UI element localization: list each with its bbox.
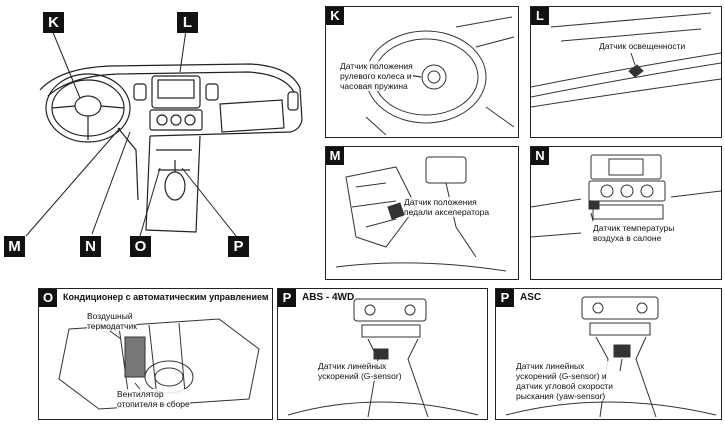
panel-k: K Датчик положения рулевого колеса и час… [325, 6, 519, 138]
panel-o-drawing [58, 318, 260, 410]
dashboard-overview: K L M N O P [0, 0, 310, 270]
light-sensor-label: Датчик освещенности [599, 41, 686, 51]
panel-p-abs-title: ABS - 4WD [302, 292, 355, 303]
panel-m-drawing [335, 156, 507, 272]
heater-blower-label: Вентилятор отопителя в сборе [117, 389, 190, 409]
panel-l: L Датчик освещенности [530, 6, 722, 138]
panel-p-asc-badge: P [496, 289, 514, 307]
callout-l: L [177, 12, 198, 33]
panel-p-abs-badge: P [278, 289, 296, 307]
panel-p-abs-drawing [287, 298, 479, 418]
panel-p-abs: P ABS - 4WD Датчик линейных ускорений (G… [277, 288, 488, 420]
dashboard-drawing [25, 29, 303, 237]
panel-l-drawing [531, 12, 721, 108]
panel-o: O Кондиционер с автоматическим управлени… [38, 288, 273, 420]
callout-n: N [80, 236, 101, 257]
g-yaw-sensor-label: Датчик линейных ускорений (G-sensor) и д… [516, 361, 613, 401]
callout-o: O [130, 236, 151, 257]
air-thermo-sensor-label: Воздушный термодатчик [87, 311, 137, 331]
cabin-temperature-sensor-label: Датчик температуры воздуха в салоне [593, 223, 675, 243]
panel-n-drawing [531, 154, 721, 238]
callout-k: K [43, 12, 64, 33]
g-sensor-label: Датчик линейных ускорений (G-sensor) [318, 361, 402, 381]
panel-n-badge: N [531, 147, 549, 165]
callout-m: M [4, 236, 25, 257]
panel-p-asc-title: ASC [520, 292, 542, 303]
panel-l-badge: L [531, 7, 549, 25]
steering-angle-sensor-label: Датчик положения рулевого колеса и часов… [340, 61, 413, 91]
panel-m: M Датчик положения педали акселератора [325, 146, 519, 280]
panel-o-title: Кондиционер с автоматическим управлением [63, 292, 269, 302]
callout-p: P [228, 236, 249, 257]
panel-n: N Датчик температуры воздуха в салоне [530, 146, 722, 280]
panel-p-asc: P ASC Датчик линейных ускорений (G-senso… [495, 288, 722, 420]
panel-o-badge: O [39, 289, 57, 307]
panel-k-badge: K [326, 7, 344, 25]
panel-m-badge: M [326, 147, 344, 165]
accelerator-pedal-sensor-label: Датчик положения педали акселератора [404, 197, 490, 217]
